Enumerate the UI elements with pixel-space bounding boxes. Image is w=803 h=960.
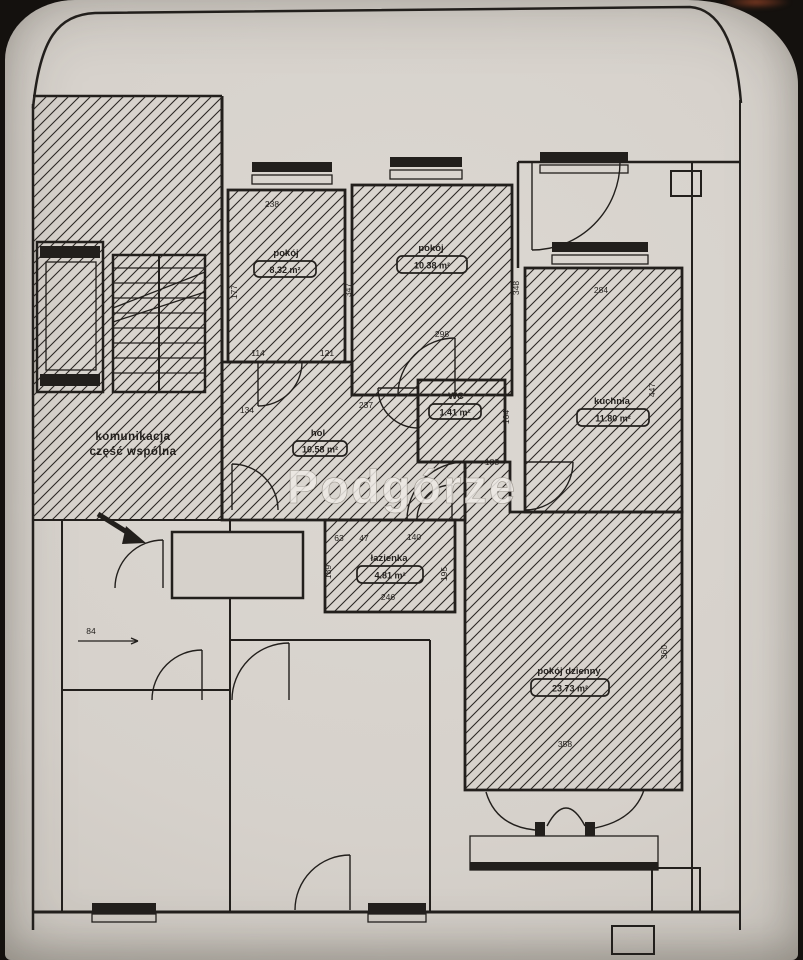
dimension-label: 114: [251, 348, 265, 358]
dimension-label: 195: [439, 567, 449, 581]
photo-smudge: [721, 0, 791, 9]
room-area: 8.32 m²: [269, 265, 300, 275]
dimension-label: 134: [240, 405, 254, 415]
room-name: pokój: [418, 243, 443, 254]
dimension-label: 284: [594, 285, 608, 295]
room-area: 10.58 m²: [302, 445, 338, 455]
common-area: komunikacja część wspólna: [33, 96, 222, 544]
window-bottom-center: [367, 903, 427, 923]
label-kuchnia: kuchnia 11.80 m²: [576, 396, 650, 427]
corner-block: [651, 867, 701, 913]
dimension-label: 63: [334, 533, 344, 543]
elevator-shaft: [35, 240, 105, 394]
dimension-label: 358: [558, 739, 572, 749]
door-pokoj-1: [257, 361, 303, 407]
room-area: 10.38 m²: [414, 261, 450, 271]
top-outer-wall: [31, 5, 743, 109]
label-pokoj-dzienny: pokój dzienny 23.73 m²: [530, 666, 610, 697]
door-neighbor-1: [114, 539, 164, 589]
staircase: [111, 253, 207, 394]
door-entrance: [231, 463, 279, 511]
dimension-label: 246: [381, 592, 395, 602]
door-bottom: [294, 854, 351, 911]
dimension-label: 189: [323, 565, 333, 579]
label-hol: hol 10.58 m²: [292, 428, 348, 457]
label-pokoj-1: pokój 8.32 m²: [253, 248, 317, 278]
dimension-label: 360: [659, 645, 669, 659]
elevator-cab: [45, 261, 97, 371]
room-labels: pokój 8.32 m² pokój 10.38 m² WC 1.41 m² …: [253, 243, 650, 697]
door-pokoj-2: [397, 337, 456, 396]
room-name: pokój dzienny: [537, 666, 601, 677]
label-wc: WC 1.41 m²: [428, 391, 482, 420]
bottom-right-block: [611, 925, 655, 955]
dimension-label: 347: [343, 283, 353, 297]
entrance-arrow-icon: [96, 511, 146, 544]
room-name: łazienka: [371, 553, 409, 564]
window-pokoj-1: [251, 162, 333, 185]
elevator-door-top: [40, 246, 100, 258]
room-pokoj-2: [350, 183, 514, 397]
room-area: 4.81 m²: [374, 571, 405, 581]
dimension-label: 183: [485, 457, 499, 467]
room-pokoj-dzienny: [463, 460, 684, 792]
room-name: hol: [311, 428, 325, 439]
dimension-label: 104: [501, 410, 511, 424]
neighbor-white-block: [170, 530, 305, 600]
room-kuchnia: [523, 266, 684, 514]
common-area-label-line2: część wspólna: [89, 446, 176, 458]
common-area-hatch: [33, 96, 222, 520]
door-corridor: [531, 161, 621, 251]
room-area: 23.73 m²: [552, 684, 588, 694]
dimension-label: 121: [320, 348, 334, 358]
dimension-label: 447: [647, 383, 657, 397]
door-lazienka: [416, 484, 453, 521]
dimension-label: 177: [229, 285, 239, 299]
windows: [91, 152, 649, 923]
dimension-label: 298: [435, 329, 449, 339]
door-neighbor-3: [151, 649, 203, 701]
neighbor-unit-walls: [33, 519, 431, 912]
door-pokoj-dzienny: [406, 461, 466, 521]
bay-and-balcony: [469, 789, 701, 955]
bay-arch-center: [546, 807, 586, 827]
room-name: pokój: [273, 248, 298, 259]
bay-pillar-1: [535, 822, 545, 836]
room-name: kuchnia: [594, 396, 631, 407]
dimension-label: 237: [359, 400, 373, 410]
window-bottom-left: [91, 903, 157, 923]
window-kuchnia: [551, 242, 649, 265]
door-wc: [377, 387, 419, 429]
top-right-pillar: [670, 170, 702, 197]
dimension-label: 47: [359, 533, 369, 543]
dimension-label: 140: [407, 532, 421, 542]
elevator-door-bottom: [40, 374, 100, 386]
rooms: [220, 183, 684, 792]
dimension-labels: 238 177 347 114 121 348 298 284 447 237 …: [78, 199, 669, 749]
label-pokoj-2: pokój 10.38 m²: [396, 243, 468, 274]
room-area: 1.41 m²: [439, 408, 470, 418]
bay-pillar-2: [585, 822, 595, 836]
window-corridor-top: [539, 152, 629, 174]
common-area-label-line1: komunikacja: [95, 431, 170, 443]
dimension-label: 84: [86, 626, 96, 636]
balcony-rail: [470, 862, 658, 870]
room-area: 11.80 m²: [595, 414, 631, 424]
bay-arch-right: [594, 789, 645, 829]
door-kuchnia: [524, 461, 574, 511]
room-pokoj-1: [226, 188, 347, 364]
dimension-label: 348: [511, 281, 521, 295]
dimension-arrow: [78, 637, 139, 645]
door-neighbor-2: [231, 642, 290, 701]
label-lazienka: łazienka 4.81 m²: [356, 553, 424, 584]
window-pokoj-2: [389, 157, 463, 180]
bay-arch-left: [485, 791, 536, 831]
dimension-label: 238: [265, 199, 279, 209]
doors: [114, 161, 621, 911]
room-name: WC: [448, 391, 464, 402]
watermark-text: Podgórze: [287, 460, 517, 513]
